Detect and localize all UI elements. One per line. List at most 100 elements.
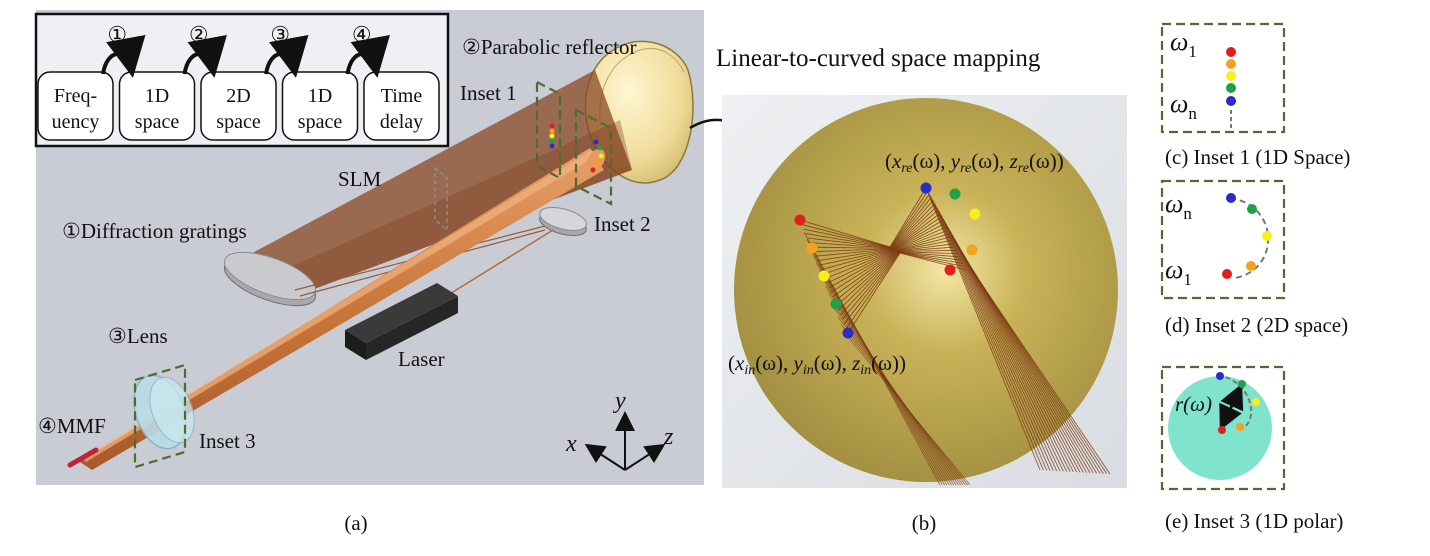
slm-device	[434, 166, 448, 232]
caption-c: (c) Inset 1 (1D Space)	[1165, 145, 1350, 169]
dot-green-d	[1247, 204, 1257, 214]
flow-step-4: 1D space	[281, 71, 359, 141]
axis-x-label: x	[565, 431, 577, 457]
dot-blue	[1226, 96, 1236, 106]
flow-step-3-line-1: 2D	[226, 85, 250, 107]
in-dot-4	[830, 298, 842, 310]
panel-b-title: Linear-to-curved space mapping	[716, 45, 1041, 72]
flow-step-2-line-1: 1D	[145, 85, 169, 107]
caption-b: (b)	[912, 511, 937, 535]
dot-red-e	[1218, 426, 1226, 434]
inset-2-dots	[590, 139, 604, 173]
in-dot-2	[806, 242, 818, 254]
re-dot-4	[966, 244, 978, 256]
flow-step-4-line-1: 1D	[308, 85, 332, 107]
flow-diagram: Freq-uency 1D space 2D space 1D space Timedelay…	[34, 12, 450, 148]
label-parabolic-reflector: ②Parabolic reflector	[462, 35, 637, 59]
laser-beam	[439, 229, 554, 301]
inset-1-plane	[535, 80, 562, 180]
flow-step-2-line-2: space	[135, 111, 180, 133]
dot-yellow	[1226, 71, 1236, 81]
omega-1-label: ω1	[1170, 27, 1197, 61]
panel-a: Freq-uency 1D space 2D space 1D space Timedelay…	[34, 10, 760, 535]
axis-z-label: z	[663, 424, 674, 450]
label-inset-3: Inset 3	[199, 429, 256, 453]
flow-step-3: 2D space	[200, 71, 277, 141]
panel-b-dots	[794, 182, 981, 339]
dot-green	[1226, 83, 1236, 93]
lens	[133, 374, 195, 450]
label-in-coordinates: (xin(ω), yin(ω), zin(ω))	[728, 351, 906, 378]
caption-d: (d) Inset 2 (2D space)	[1165, 313, 1348, 337]
dot-orange	[1226, 59, 1236, 69]
in-dot-3	[818, 270, 830, 282]
flow-step-3-line-2: space	[216, 111, 261, 133]
dot-red-d	[1222, 269, 1232, 279]
flow-arrow-3: ③	[264, 22, 309, 78]
label-laser: Laser	[398, 347, 445, 371]
axis-y-label: y	[613, 388, 626, 414]
caption-e: (e) Inset 3 (1D polar)	[1165, 509, 1343, 533]
main-beam	[80, 148, 606, 470]
flow-number-4: ④	[352, 22, 372, 47]
panel-e: r(ω) (e) Inset 3 (1D polar)	[1160, 365, 1343, 533]
dot-blue-e	[1216, 372, 1224, 380]
flow-number-1: ①	[107, 22, 127, 47]
panel-d: ωn ω1 (d) Inset 2 (2D space)	[1160, 179, 1348, 337]
re-dot-2	[949, 188, 961, 200]
flow-number-3: ③	[270, 22, 290, 47]
label-lens: ③Lens	[108, 324, 168, 348]
flow-arrow-4: ④	[345, 22, 390, 78]
flow-arrow-1: ①	[101, 22, 146, 78]
laser-device	[345, 283, 458, 360]
label-inset-2: Inset 2	[594, 212, 651, 236]
flow-step-2: 1D space	[118, 71, 196, 141]
panel-b: Linear-to-curved space mapping (xre(ω), …	[716, 45, 1127, 535]
omega-1-label-d: ω1	[1165, 255, 1192, 289]
inset-d-frame	[1160, 179, 1286, 300]
re-dot-1	[920, 182, 932, 194]
flow-number-2: ②	[189, 22, 209, 47]
ray-fan	[799, 187, 1111, 486]
flow-step-5-line-2: delay	[380, 111, 423, 133]
flow-arrow-2: ②	[182, 22, 227, 78]
dot-green-e	[1238, 380, 1246, 388]
label-slm: SLM	[338, 167, 382, 191]
flow-step-1-line-2: uency	[52, 111, 100, 133]
label-re-coordinates: (xre(ω), yre(ω), zre(ω))	[885, 149, 1064, 176]
reflected-beam	[230, 70, 632, 300]
in-dot-1	[794, 214, 806, 226]
label-mmf: ④MMF	[38, 414, 106, 438]
panel-c: ω1 ωn (c) Inset 1 (1D Space)	[1160, 22, 1350, 169]
dot-red	[1226, 47, 1236, 57]
label-inset-1: Inset 1	[460, 81, 517, 105]
axis-triad: y x z	[565, 388, 674, 471]
re-dot-3	[969, 208, 981, 220]
sphere	[734, 98, 1118, 482]
omega-n-label: ωn	[1170, 89, 1197, 123]
inset-1-dots	[549, 123, 555, 149]
dot-yellow-d	[1262, 231, 1272, 241]
in-dot-5	[842, 327, 854, 339]
dot-orange-d	[1246, 261, 1256, 271]
flow-step-4-line-2: space	[298, 111, 343, 133]
caption-a: (a)	[344, 511, 367, 535]
dot-blue-d	[1226, 193, 1236, 203]
dot-yellow-e	[1252, 398, 1260, 406]
omega-n-label-d: ωn	[1165, 189, 1192, 223]
radius-label: r(ω)	[1175, 392, 1212, 416]
inset-3-plane	[133, 363, 187, 469]
inset-2-plane	[574, 108, 613, 206]
flow-step-1: Freq-uency	[37, 71, 114, 141]
diffraction-grating-2	[539, 207, 587, 236]
dot-orange-e	[1236, 423, 1244, 431]
inset-e-frame	[1160, 365, 1286, 491]
diffraction-grating-1	[223, 251, 317, 307]
re-dot-5	[944, 264, 956, 276]
label-diffraction-gratings: ①Diffraction gratings	[62, 219, 247, 243]
mmf-fiber	[67, 447, 99, 468]
inset-c-frame	[1160, 22, 1286, 134]
flow-step-1-line-1: Freq-	[54, 85, 97, 107]
